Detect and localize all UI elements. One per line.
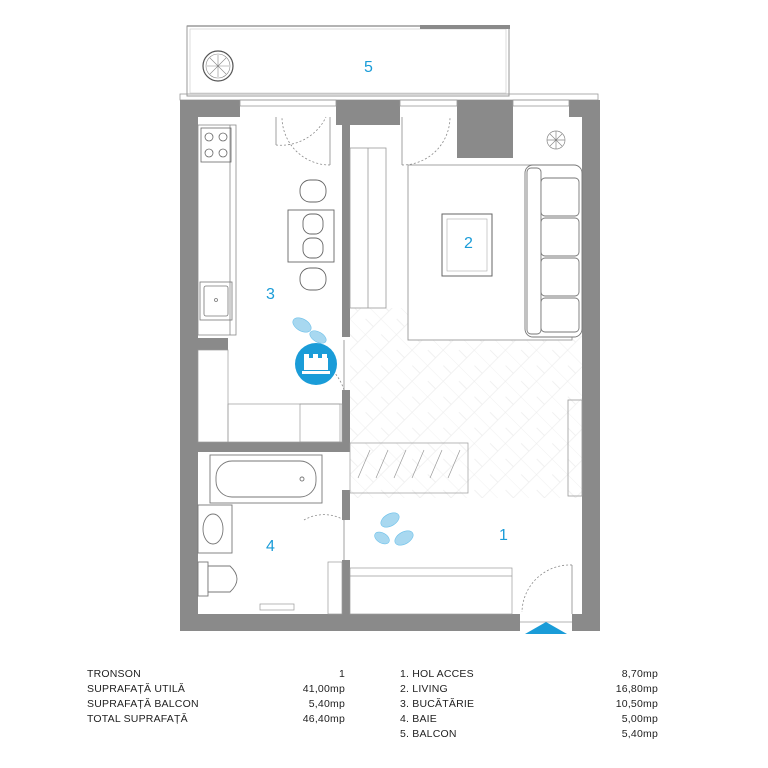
summary-label: SUPRAFAȚĂ BALCON xyxy=(87,698,199,710)
windows xyxy=(239,99,570,107)
room-area-value: 10,50mp xyxy=(615,698,658,710)
room-area-row: 4. BAIE 5,00mp xyxy=(400,712,658,726)
bathroom-door xyxy=(303,514,345,560)
room-area-row: 3. BUCĂTĂRIE 10,50mp xyxy=(400,697,658,711)
room-number-3: 3 xyxy=(266,286,275,303)
room-area-label: 4. BAIE xyxy=(400,713,438,725)
summary-label: TOTAL SUPRAFAȚĂ xyxy=(87,713,188,725)
coffee-table xyxy=(441,213,493,277)
room-area-row: 2. LIVING 16,80mp xyxy=(400,682,658,696)
room-number-4: 4 xyxy=(266,538,275,555)
room-area-list: 1. HOL ACCES 8,70mp 2. LIVING 16,80mp 3.… xyxy=(400,667,658,747)
footprints-kitchen xyxy=(292,317,327,344)
dining-table-icon xyxy=(287,179,335,291)
room-area-row: 5. BALCON 5,40mp xyxy=(400,727,658,741)
plant-icon xyxy=(546,130,566,150)
room-number-1: 1 xyxy=(499,527,508,544)
tv-unit xyxy=(567,399,583,497)
summary-label: SUPRAFAȚĂ UTILĂ xyxy=(87,683,186,695)
summary-row: SUPRAFAȚĂ BALCON 5,40mp xyxy=(87,697,345,711)
room-area-value: 5,00mp xyxy=(621,713,658,725)
washbasin-icon xyxy=(197,504,233,554)
room-area-label: 5. BALCON xyxy=(400,728,457,740)
room-area-value: 5,40mp xyxy=(621,728,658,740)
sofa-icon xyxy=(524,164,583,338)
summary-value: 5,40mp xyxy=(308,698,345,710)
sink-icon xyxy=(199,281,233,321)
room-number-5: 5 xyxy=(364,59,373,76)
balcony-doors xyxy=(275,116,451,166)
summary-label: TRONSON xyxy=(87,668,141,680)
room-area-label: 2. LIVING xyxy=(400,683,448,695)
entrance-door xyxy=(521,564,573,614)
kitchen-badge-icon xyxy=(295,343,337,385)
entrance-arrow-icon xyxy=(525,622,567,634)
summary-row: SUPRAFAȚĂ UTILĂ 41,00mp xyxy=(87,682,345,696)
room-area-label: 3. BUCĂTĂRIE xyxy=(400,698,475,710)
summary-row: TOTAL SUPRAFAȚĂ 46,40mp xyxy=(87,712,345,726)
room-area-row: 1. HOL ACCES 8,70mp xyxy=(400,667,658,681)
summary-row: TRONSON 1 xyxy=(87,667,345,681)
balcony-chair-icon xyxy=(202,50,234,82)
balcony xyxy=(179,25,599,101)
room-area-value: 16,80mp xyxy=(615,683,658,695)
footprints-hall xyxy=(374,512,414,546)
hall-wardrobe xyxy=(349,442,469,494)
summary-value: 1 xyxy=(338,668,345,680)
toilet-icon xyxy=(197,561,238,597)
walls xyxy=(180,100,600,631)
summary-value: 41,00mp xyxy=(302,683,345,695)
bathroom-fixtures xyxy=(259,561,343,615)
cooktop-icon xyxy=(200,127,232,163)
hall-shoe-cabinet xyxy=(349,567,513,615)
room-number-2: 2 xyxy=(464,235,473,252)
kitchen-lower-cabinets xyxy=(197,349,343,443)
room-area-value: 8,70mp xyxy=(621,668,658,680)
bath-icon xyxy=(209,454,323,504)
summary-value: 46,40mp xyxy=(302,713,345,725)
kitchen-counter xyxy=(197,124,237,336)
wardrobe xyxy=(349,147,387,309)
area-summary: TRONSON 1 SUPRAFAȚĂ UTILĂ 41,00mp SUPRAF… xyxy=(87,667,345,747)
room-area-label: 1. HOL ACCES xyxy=(400,668,474,680)
